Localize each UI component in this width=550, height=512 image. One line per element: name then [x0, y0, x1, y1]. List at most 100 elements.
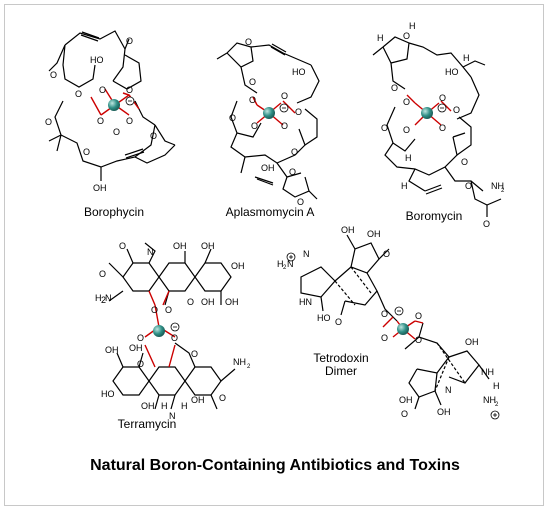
atom-label: N: [147, 247, 154, 257]
atom-label: O: [191, 349, 198, 359]
atom-label: O: [99, 85, 106, 95]
atom-label: O: [229, 113, 236, 123]
atom-label: N: [105, 293, 112, 303]
atom-label: NH: [483, 395, 496, 405]
atom-label: O: [381, 123, 388, 133]
figure-frame: O O HO O O O O O O O O OH O: [4, 4, 544, 506]
atom-label: 2: [101, 295, 106, 305]
atom-label: O: [381, 309, 388, 319]
tetrodoxin-caption-line2: Dimer: [325, 364, 357, 378]
atom-label: 2: [501, 188, 505, 194]
atom-label: N: [303, 249, 310, 259]
atom-label: OH: [141, 401, 155, 411]
atom-label: O: [171, 333, 178, 343]
atom-label: O: [291, 147, 298, 157]
tetrodoxin-boron-atom: [397, 323, 409, 335]
aplasmomycin-boron-atom: [263, 107, 275, 119]
atom-label: O: [453, 105, 460, 115]
boromycin-labels: O H H HO H O O O O O O O H O O NH 2 O H: [377, 21, 505, 229]
atom-label: H: [377, 33, 384, 43]
atom-label: OH: [437, 407, 451, 417]
boromycin-boron-atom: [421, 107, 433, 119]
atom-label: HN: [299, 297, 312, 307]
atom-label: HO: [90, 55, 104, 65]
atom-label: O: [150, 131, 157, 141]
borophycin-boron-atom: [108, 99, 120, 111]
atom-label: H: [401, 181, 408, 191]
tetrodoxin-caption-line1: Tetrodoxin: [313, 351, 369, 365]
atom-label: O: [391, 83, 398, 93]
atom-label: HO: [317, 313, 331, 323]
atom-label: O: [403, 97, 410, 107]
atom-label: OH: [231, 261, 245, 271]
aplasmomycin-labels: O HO O O O O O O O OH O O O: [229, 37, 306, 207]
atom-label: O: [113, 127, 120, 137]
figure-title: Natural Boron-Containing Antibiotics and…: [90, 457, 460, 474]
atom-label: O: [126, 116, 133, 126]
terramycin-structure: [108, 242, 236, 410]
atom-label: O: [99, 269, 106, 279]
atom-label: O: [439, 123, 446, 133]
atom-label: N: [445, 385, 452, 395]
atom-label: H: [463, 53, 470, 63]
atom-label: N: [287, 259, 294, 269]
aplasmomycin-caption: Aplasmomycin A: [225, 205, 315, 219]
atom-label: H: [161, 401, 168, 411]
atom-label: O: [249, 77, 256, 87]
atom-label: OH: [261, 163, 275, 173]
atom-label: NH: [233, 357, 246, 367]
borophycin-labels: O O HO O O O O O O O O OH O: [45, 36, 157, 193]
tetrodoxin-charge-icon: [394, 306, 404, 316]
atom-label: OH: [225, 297, 239, 307]
atom-label: 2: [495, 402, 499, 408]
atom-label: O: [289, 167, 296, 177]
atom-label: O: [415, 335, 422, 345]
tetrodoxin-labels: H 2 N HN N HO OH OH O O O O O O OH NH H …: [277, 225, 500, 419]
atom-label: HO: [445, 67, 459, 77]
atom-label: H: [409, 21, 416, 31]
boromycin-charge-icon: [437, 103, 447, 113]
aplasmomycin-charge-icon: [279, 103, 289, 113]
atom-label: OH: [201, 297, 215, 307]
atom-label: O: [126, 36, 133, 46]
borophycin-structure: [48, 30, 176, 181]
atom-label: O: [401, 409, 408, 419]
atom-label: H: [405, 153, 412, 163]
atom-label: O: [119, 241, 126, 251]
atom-label: OH: [201, 241, 215, 251]
atom-label: O: [415, 311, 422, 321]
atom-label: H: [277, 259, 284, 269]
atom-label: HO: [101, 389, 115, 399]
atom-label: N: [169, 411, 176, 421]
terramycin-caption: Terramycin: [117, 417, 177, 431]
atom-label: OH: [367, 229, 381, 239]
atom-label: O: [403, 31, 410, 41]
atom-label: 2: [283, 265, 287, 271]
aplasmomycin-structure: [216, 42, 320, 200]
atom-label: HO: [292, 67, 306, 77]
atom-label: O: [187, 297, 194, 307]
atom-label: O: [251, 121, 258, 131]
atom-label: O: [465, 181, 472, 191]
atom-label: O: [137, 333, 144, 343]
atom-label: O: [245, 37, 252, 47]
boromycin-caption: Boromycin: [405, 209, 463, 223]
atom-label: O: [75, 89, 82, 99]
borophycin-charge-icon: [125, 96, 135, 106]
atom-label: O: [281, 121, 288, 131]
tetrodoxin-plus-icon: [286, 252, 500, 420]
atom-label: O: [50, 70, 57, 80]
atom-label: O: [83, 147, 90, 157]
atom-label: OH: [191, 395, 205, 405]
atom-label: OH: [399, 395, 413, 405]
borophycin-caption: Borophycin: [83, 205, 145, 219]
atom-label: H: [493, 381, 500, 391]
structures-diagram: O O HO O O O O O O O O OH O: [45, 21, 505, 421]
atom-label: O: [165, 305, 172, 315]
atom-label: OH: [105, 345, 119, 355]
atom-label: O: [281, 91, 288, 101]
atom-label: O: [151, 305, 158, 315]
atom-label: NH: [481, 367, 494, 377]
atom-label: H: [181, 401, 188, 411]
atom-label: O: [381, 333, 388, 343]
